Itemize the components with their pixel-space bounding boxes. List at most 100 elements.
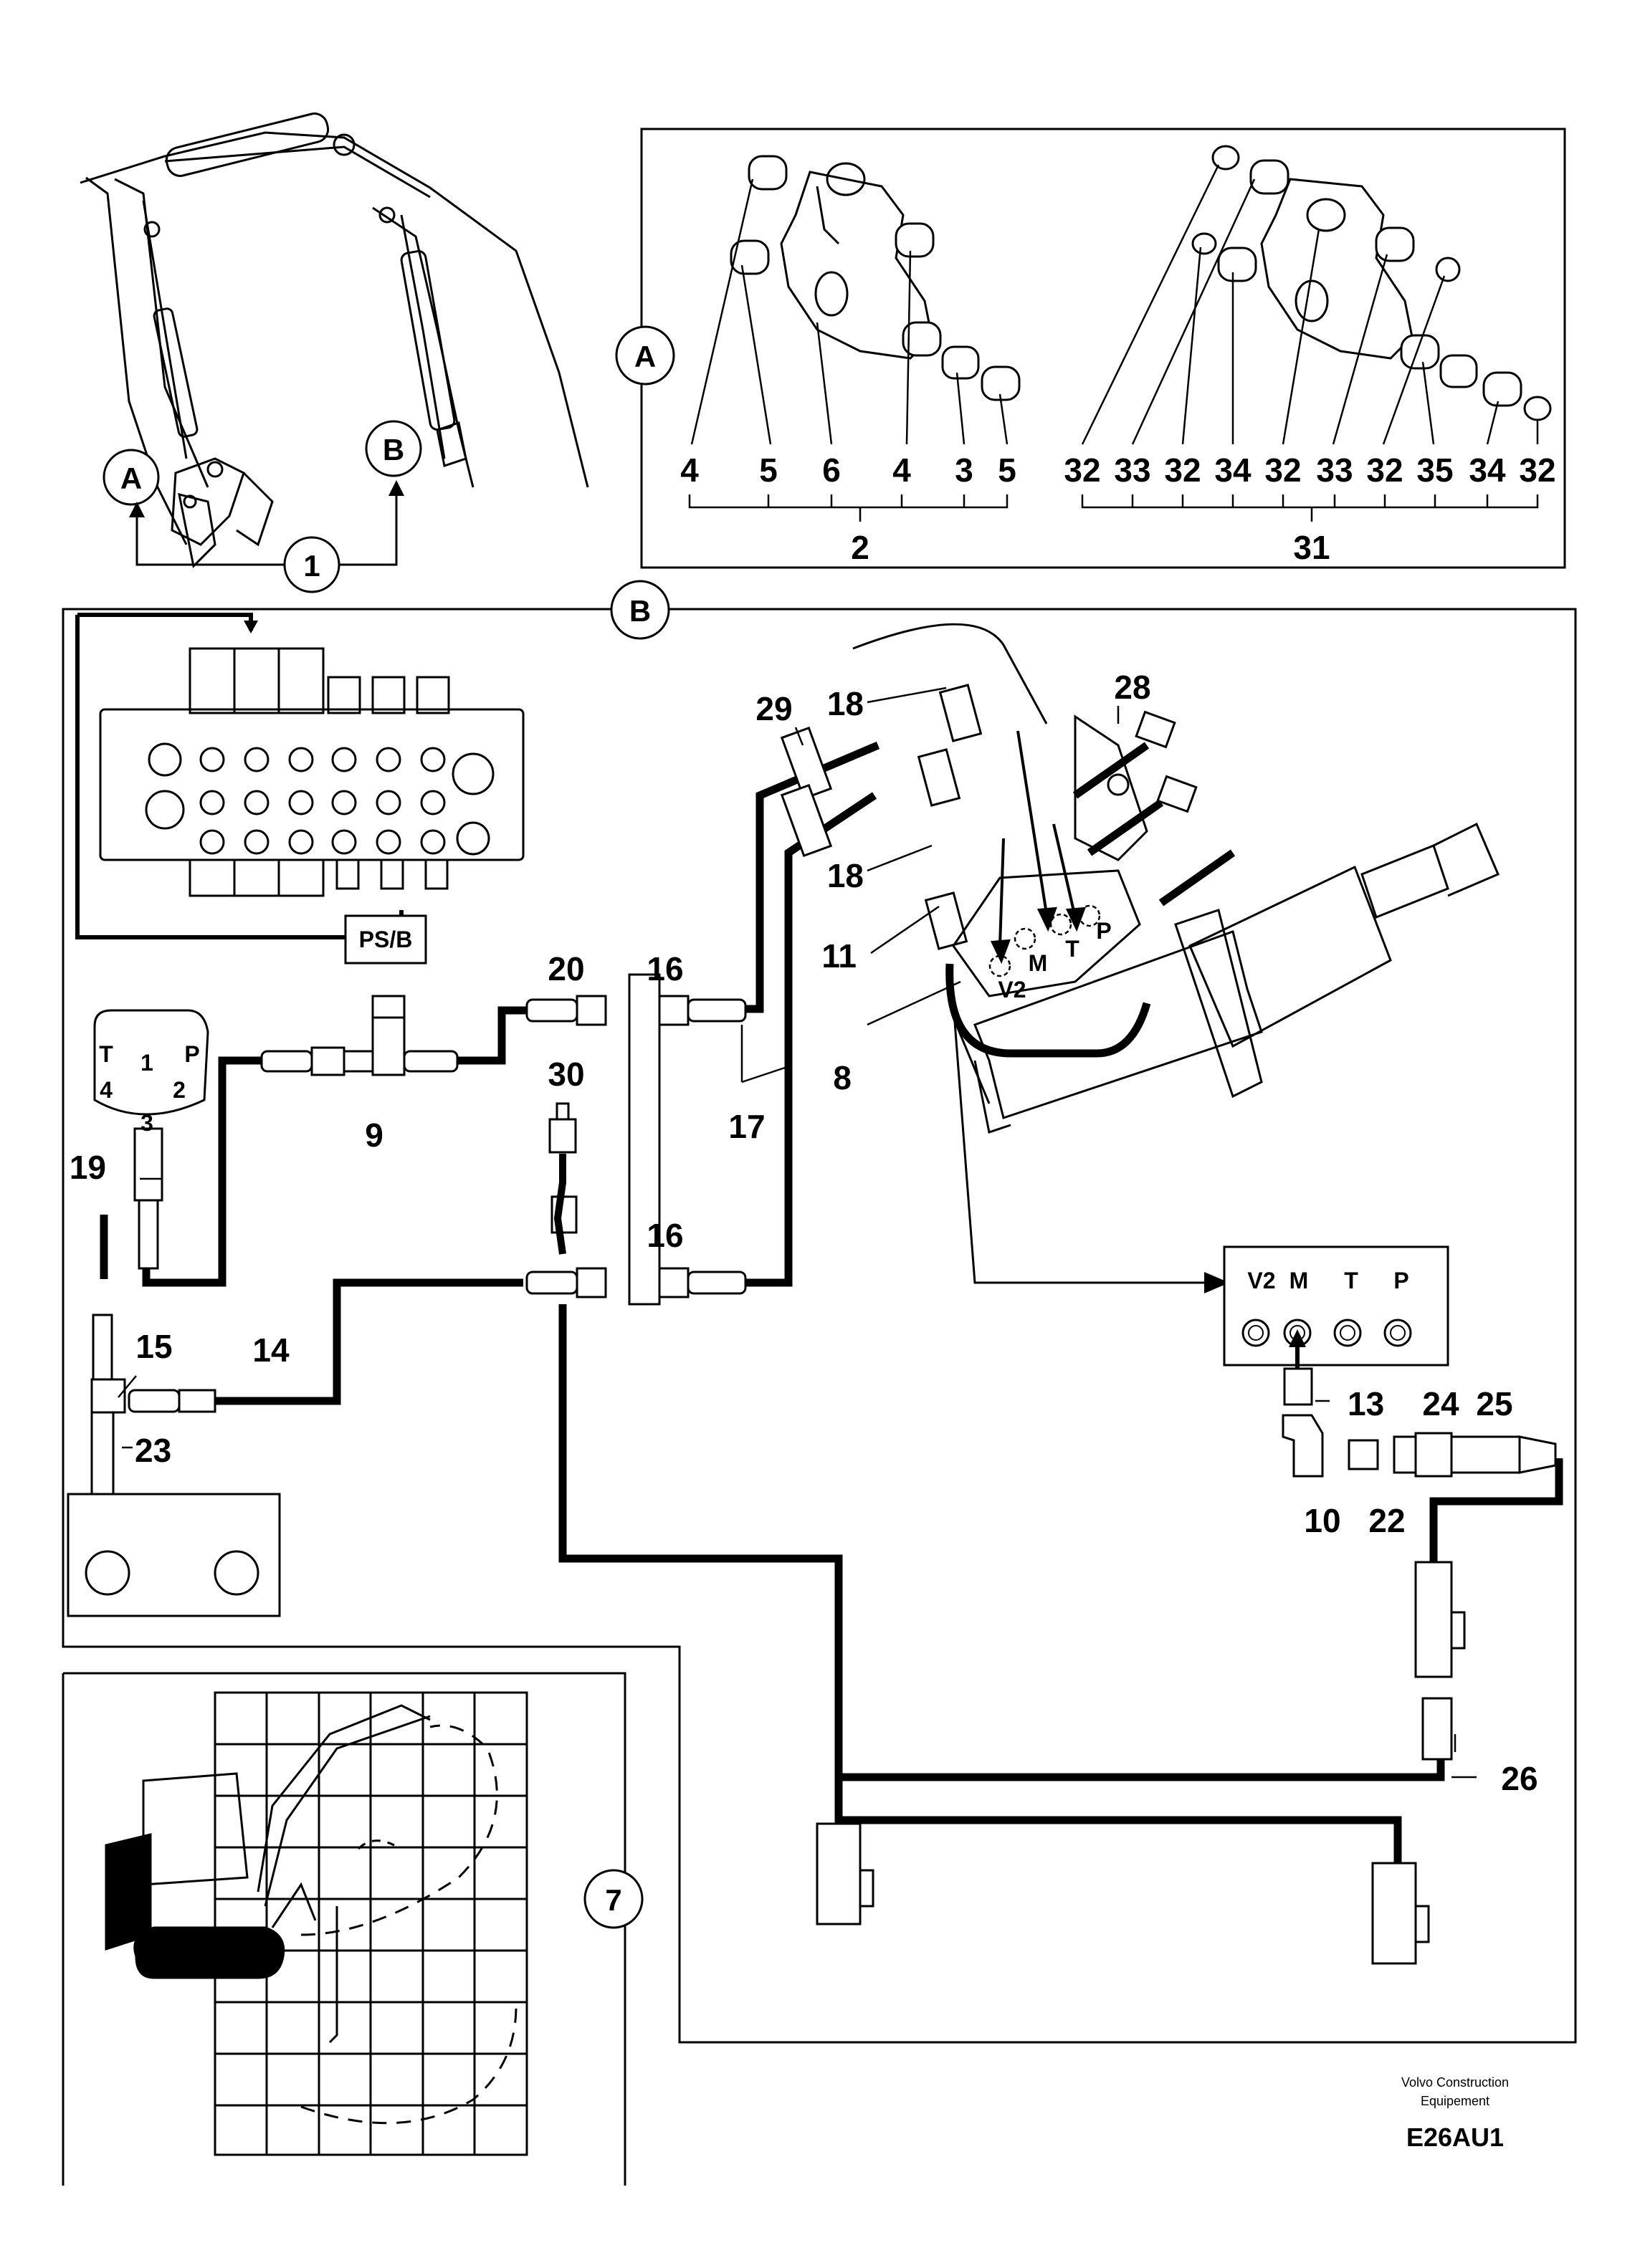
svg-text:T: T xyxy=(99,1041,113,1067)
boom-arm-illustration xyxy=(80,113,589,569)
svg-text:32: 32 xyxy=(1519,451,1555,489)
svg-text:20: 20 xyxy=(548,950,584,987)
svg-text:11: 11 xyxy=(821,937,857,975)
svg-text:25: 25 xyxy=(1476,1385,1512,1422)
port-block: V2 M T P xyxy=(1223,1245,1449,1369)
electrical-connectors xyxy=(816,1561,1466,1965)
svg-text:3: 3 xyxy=(955,451,973,489)
panel-a-callout xyxy=(615,325,675,386)
svg-text:18: 18 xyxy=(827,685,864,722)
svg-text:5: 5 xyxy=(759,451,778,489)
svg-text:32: 32 xyxy=(1366,451,1403,489)
svg-text:2: 2 xyxy=(173,1077,186,1103)
panel-b-callout xyxy=(610,580,670,640)
leader-lines-b xyxy=(118,686,1477,1779)
svg-text:T: T xyxy=(1065,936,1079,962)
psb-box xyxy=(344,914,427,965)
elbow-fitting-10 xyxy=(1282,1414,1324,1478)
svg-text:16: 16 xyxy=(647,1217,683,1254)
right-group-bracket xyxy=(1081,494,1539,522)
manifold-arrows xyxy=(990,730,1086,965)
svg-text:4: 4 xyxy=(680,451,699,489)
left-group-numbers: 4 5 6 4 3 5 xyxy=(680,451,1016,489)
leader-lines-right xyxy=(1081,164,1539,445)
svg-text:26: 26 xyxy=(1501,1760,1538,1797)
svg-text:V2: V2 xyxy=(998,977,1026,1003)
svg-text:V2: V2 xyxy=(1247,1268,1275,1293)
svg-text:33: 33 xyxy=(1114,451,1150,489)
svg-text:32: 32 xyxy=(1164,451,1201,489)
panel-a-callout-label: A xyxy=(634,340,656,373)
svg-text:14: 14 xyxy=(252,1331,290,1369)
brand-line-1: Volvo Construction xyxy=(1401,2075,1509,2090)
cylinder-assembly xyxy=(852,623,1500,1293)
svg-text:1: 1 xyxy=(140,1050,153,1076)
callout-b-circle xyxy=(365,420,422,477)
callout-b-label: B xyxy=(383,433,404,466)
panel-b: B xyxy=(62,580,1577,2044)
svg-text:15: 15 xyxy=(135,1328,172,1365)
left-group-bracket xyxy=(688,494,1009,522)
svg-text:32: 32 xyxy=(1064,451,1100,489)
panel-a: A 4 5 6 4 3 xyxy=(615,128,1566,569)
bucket-link-right xyxy=(1260,178,1413,360)
left-group-total: 2 xyxy=(851,529,869,566)
svg-text:34: 34 xyxy=(1469,451,1506,489)
selector-port-labels: T 1 P 4 2 3 xyxy=(99,1041,199,1136)
svg-text:10: 10 xyxy=(1304,1502,1340,1539)
svg-text:23: 23 xyxy=(135,1432,171,1469)
manifold-port-labels: V2 M T P xyxy=(988,904,1112,1003)
svg-text:30: 30 xyxy=(548,1056,584,1093)
svg-text:M: M xyxy=(1029,950,1048,976)
svg-text:4: 4 xyxy=(100,1077,113,1103)
right-group-total: 31 xyxy=(1293,529,1330,566)
leader-lines-left xyxy=(690,178,1009,445)
svg-text:4: 4 xyxy=(892,451,911,489)
callout-a-label: A xyxy=(120,461,142,495)
svg-text:16: 16 xyxy=(647,950,683,987)
figure-code: E26AU1 xyxy=(1406,2123,1504,2152)
bushing-set-right xyxy=(1191,145,1552,421)
view-callouts: A B 1 xyxy=(102,420,422,593)
view-7-grid xyxy=(214,1691,528,2156)
footer: Volvo Construction Equipement E26AU1 xyxy=(1401,2075,1509,2152)
callout-1-label: 1 xyxy=(303,549,320,583)
svg-text:6: 6 xyxy=(822,451,841,489)
svg-text:35: 35 xyxy=(1416,451,1453,489)
fittings xyxy=(90,726,1557,1478)
callout-a-circle xyxy=(102,449,160,506)
svg-text:P: P xyxy=(184,1041,199,1067)
panel-b-frame xyxy=(62,608,1577,2044)
svg-text:M: M xyxy=(1289,1268,1309,1293)
psb-label: PS/B xyxy=(359,927,413,952)
view-7-frame xyxy=(63,1672,626,2186)
hydraulic-block xyxy=(67,1314,281,1617)
svg-text:19: 19 xyxy=(70,1149,106,1186)
svg-text:P: P xyxy=(1393,1268,1408,1293)
excavator-silhouette xyxy=(105,1704,518,2125)
svg-text:13: 13 xyxy=(1348,1385,1384,1422)
svg-text:17: 17 xyxy=(728,1108,765,1145)
svg-text:34: 34 xyxy=(1214,451,1252,489)
bucket-link-left xyxy=(780,162,933,360)
control-valve-block xyxy=(75,613,525,939)
sensor-cable xyxy=(548,1102,577,1255)
svg-text:22: 22 xyxy=(1368,1502,1405,1539)
svg-text:5: 5 xyxy=(998,451,1016,489)
right-group-numbers: 32 33 32 34 32 33 32 35 34 32 xyxy=(1064,451,1555,489)
svg-text:T: T xyxy=(1344,1268,1358,1293)
svg-text:P: P xyxy=(1096,918,1111,944)
svg-text:33: 33 xyxy=(1316,451,1353,489)
svg-text:3: 3 xyxy=(140,1110,153,1136)
svg-text:18: 18 xyxy=(827,857,864,894)
callout-7-label: 7 xyxy=(605,1883,621,1917)
svg-text:8: 8 xyxy=(833,1059,852,1096)
part-numbers-b: 8 9 10 11 13 14 15 16 16 17 18 18 19 20 … xyxy=(70,669,1538,1797)
svg-text:32: 32 xyxy=(1264,451,1301,489)
machine-position-view: 7 xyxy=(62,1672,644,2186)
svg-text:29: 29 xyxy=(755,690,792,727)
callout-7-circle xyxy=(583,1869,644,1929)
brand-line-2: Equipement xyxy=(1421,2094,1489,2108)
svg-text:24: 24 xyxy=(1422,1385,1459,1422)
